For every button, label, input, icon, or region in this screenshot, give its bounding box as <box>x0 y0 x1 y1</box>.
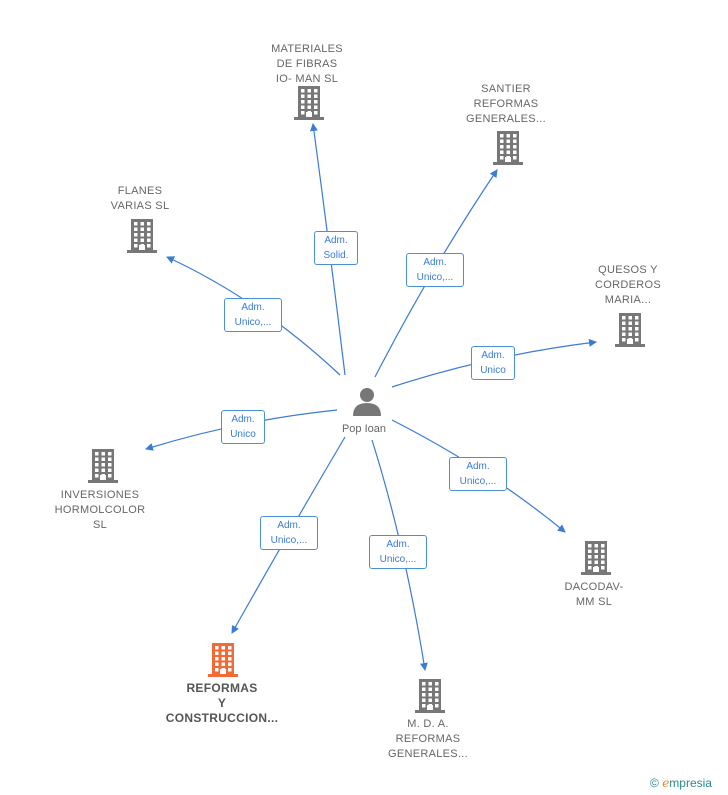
building-icon-inversiones[interactable] <box>88 449 118 483</box>
building-icon-materiales[interactable] <box>294 86 324 120</box>
edge-label-inversiones[interactable]: Adm. Unico <box>221 410 265 444</box>
center-person-label[interactable]: Pop Ioan <box>341 423 387 435</box>
node-label-santier[interactable]: SANTIER REFORMAS GENERALES... <box>465 83 546 125</box>
brand-logo: © empresia <box>650 776 712 790</box>
building-icon-santier[interactable] <box>493 131 523 165</box>
edge-label-materiales[interactable]: Adm. Solid. <box>314 231 358 265</box>
edge-label-dacodav[interactable]: Adm. Unico,... <box>449 457 507 491</box>
edge-label-mda[interactable]: Adm. Unico,... <box>369 535 427 569</box>
brand-initial: e <box>662 776 670 790</box>
brand-name: mpresia <box>669 776 712 790</box>
person-icon[interactable] <box>353 388 381 416</box>
node-label-flanes[interactable]: FLANES VARIAS SL <box>110 185 170 212</box>
node-label-inversiones[interactable]: INVERSIONES HORMOLCOLOR SL <box>54 489 146 531</box>
copyright-symbol: © <box>650 776 659 790</box>
building-icon-reformas[interactable] <box>208 643 238 677</box>
node-label-mda[interactable]: M. D. A. REFORMAS GENERALES... <box>387 718 468 760</box>
node-label-reformas[interactable]: REFORMAS Y CONSTRUCCION... <box>165 681 279 725</box>
edge-label-flanes[interactable]: Adm. Unico,... <box>224 298 282 332</box>
node-label-dacodav[interactable]: DACODAV- MM SL <box>564 581 624 608</box>
building-icon-quesos[interactable] <box>615 313 645 347</box>
edge-label-santier[interactable]: Adm. Unico,... <box>406 253 464 287</box>
edge-label-reformas[interactable]: Adm. Unico,... <box>260 516 318 550</box>
edge-label-quesos[interactable]: Adm. Unico <box>471 346 515 380</box>
building-icon-mda[interactable] <box>415 679 445 713</box>
node-label-quesos[interactable]: QUESOS Y CORDEROS MARIA... <box>595 264 661 306</box>
node-label-materiales[interactable]: MATERIALES DE FIBRAS IO- MAN SL <box>271 43 343 85</box>
building-icon-dacodav[interactable] <box>581 541 611 575</box>
building-icon-flanes[interactable] <box>127 219 157 253</box>
